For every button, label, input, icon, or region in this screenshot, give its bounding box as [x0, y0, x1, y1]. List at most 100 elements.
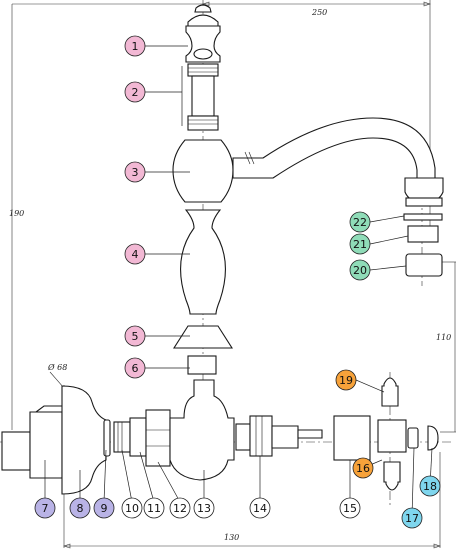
callout-4: 4	[124, 243, 146, 265]
dimension-height-right: 110	[436, 333, 451, 342]
callout-12: 12	[169, 497, 191, 519]
callout-11: 11	[143, 497, 165, 519]
callout-circle	[169, 497, 191, 519]
callout-circle	[335, 369, 357, 391]
callout-circle	[69, 497, 91, 519]
callout-circle	[124, 35, 146, 57]
inlet-spigot	[1, 431, 31, 471]
callout-number: 20	[353, 264, 367, 277]
callout-number: 1	[132, 40, 139, 53]
callout-18: 18	[419, 475, 441, 497]
callout-number: 15	[343, 502, 357, 515]
valve-knob-top	[381, 377, 399, 407]
dimension-flange-diameter: Ø 68	[47, 363, 67, 372]
callout-14: 14	[249, 497, 271, 519]
callout-17: 17	[401, 507, 423, 529]
aerator-gasket	[403, 213, 443, 221]
callout-circle	[124, 81, 146, 103]
callout-circle	[349, 259, 371, 281]
spout-arm	[232, 117, 436, 179]
callout-22: 22	[349, 211, 371, 233]
callout-16: 16	[352, 457, 374, 479]
base-nut	[187, 355, 217, 375]
callout-number: 2	[132, 86, 139, 99]
callout-number: 17	[405, 512, 419, 525]
o-ring	[103, 419, 111, 457]
callout-21: 21	[349, 233, 371, 255]
upper-body	[172, 139, 234, 203]
callout-number: 22	[353, 216, 367, 229]
callout-10: 10	[121, 497, 143, 519]
lower-body	[180, 209, 226, 315]
callout-circle	[124, 243, 146, 265]
callout-9: 9	[93, 497, 115, 519]
hex-nut	[129, 417, 147, 457]
sleeve	[333, 415, 371, 461]
base-cone	[172, 325, 234, 349]
callout-6: 6	[124, 357, 146, 379]
dimension-width-top: 250	[311, 8, 327, 17]
callout-circle	[349, 211, 371, 233]
callout-circle	[349, 233, 371, 255]
top-finial	[185, 4, 221, 63]
callout-8: 8	[69, 497, 91, 519]
elbow-body	[169, 379, 235, 481]
ring-nut	[145, 409, 171, 467]
callout-19: 19	[335, 369, 357, 391]
valve-handle	[427, 425, 439, 451]
wall-flange	[61, 385, 107, 495]
union-fitting	[235, 423, 251, 451]
callout-circle	[193, 497, 215, 519]
aerator-housing	[405, 253, 443, 277]
callout-circle	[121, 497, 143, 519]
callout-number: 10	[125, 502, 139, 515]
callout-number: 16	[356, 462, 370, 475]
callout-number: 11	[147, 502, 161, 515]
callout-circle	[34, 497, 56, 519]
callout-number: 14	[253, 502, 267, 515]
callout-1: 1	[124, 35, 146, 57]
callout-number: 7	[42, 502, 49, 515]
callout-number: 18	[423, 480, 437, 493]
callout-number: 13	[197, 502, 211, 515]
threaded-stem	[187, 63, 219, 77]
valve-body	[377, 419, 407, 453]
callout-number: 6	[132, 362, 139, 375]
callout-number: 12	[173, 502, 187, 515]
callout-number: 8	[77, 502, 84, 515]
callout-number: 9	[101, 502, 108, 515]
callout-circle	[339, 497, 361, 519]
callout-13: 13	[193, 497, 215, 519]
callout-number: 21	[353, 238, 367, 251]
callout-15: 15	[339, 497, 361, 519]
callout-2: 2	[124, 81, 146, 103]
callout-number: 5	[132, 330, 139, 343]
spout-assembly	[172, 4, 444, 375]
aerator-parts	[403, 213, 443, 277]
callout-20: 20	[349, 259, 371, 281]
callout-3: 3	[124, 161, 146, 183]
callout-number: 3	[132, 166, 139, 179]
callout-circle	[352, 457, 374, 479]
inlet-assembly	[1, 377, 439, 495]
callout-number: 19	[339, 374, 353, 387]
aerator-insert	[407, 225, 439, 243]
valve-knob-bottom	[383, 461, 401, 491]
callout-5: 5	[124, 325, 146, 347]
valve-side-cap	[407, 427, 419, 449]
callout-number: 4	[132, 248, 139, 261]
callout-7: 7	[34, 497, 56, 519]
callout-leaders	[44, 45, 433, 517]
callout-circle	[249, 497, 271, 519]
callout-circle	[401, 507, 423, 529]
callout-circle	[124, 161, 146, 183]
callout-circle	[124, 325, 146, 347]
callout-circle	[143, 497, 165, 519]
callout-circle	[93, 497, 115, 519]
dimension-width-bottom: 130	[224, 533, 239, 542]
callout-circle	[419, 475, 441, 497]
dimension-height-left: 190	[9, 209, 24, 218]
callout-circle	[124, 357, 146, 379]
